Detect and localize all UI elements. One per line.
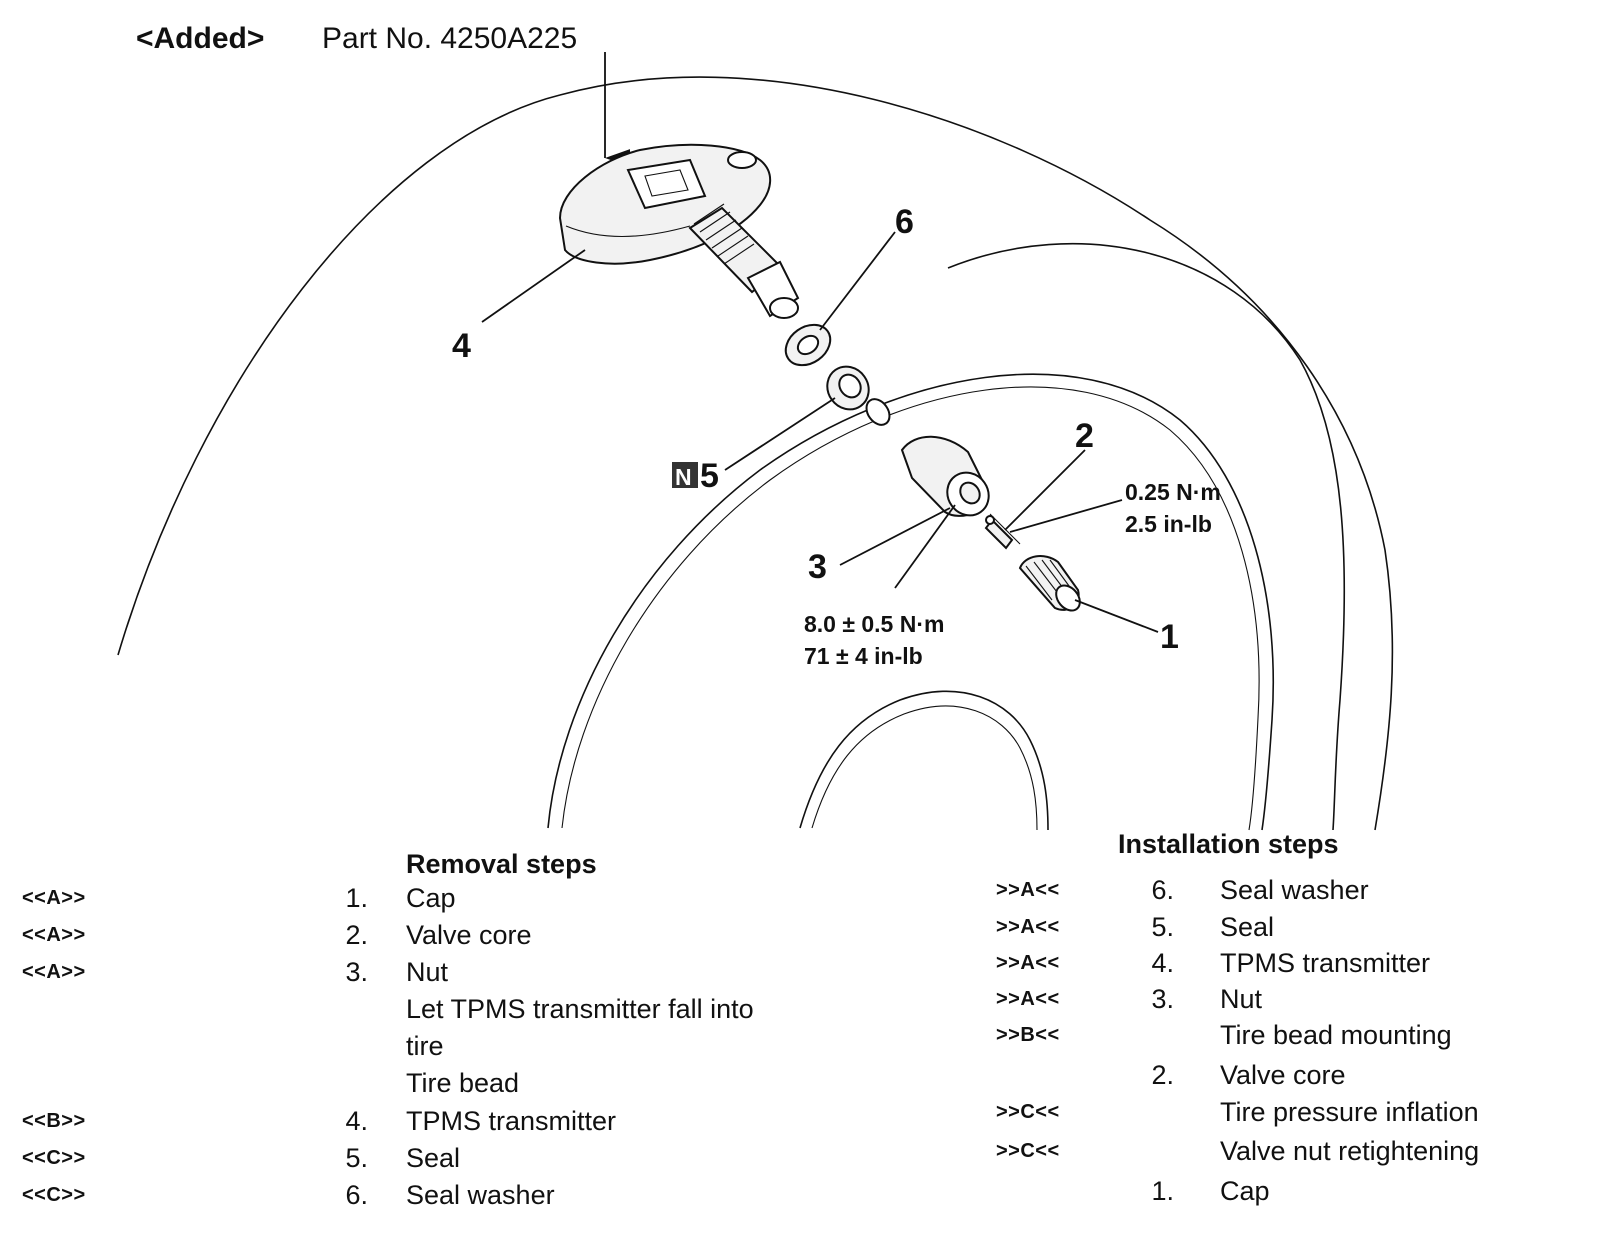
step-text: Valve core	[406, 920, 532, 950]
installation-steps: Installation steps >>A<< 6. Seal washer …	[990, 826, 1590, 1246]
step-text: TPMS transmitter	[406, 1106, 617, 1136]
callout-6: 6	[895, 203, 914, 241]
step-text: Seal	[1220, 912, 1275, 942]
removal-steps: Removal steps <<A>> 1. Cap <<A>> 2. Valv…	[0, 840, 860, 1240]
procedure-code: >>C<<	[996, 1140, 1060, 1162]
step-text: TPMS transmitter	[1220, 948, 1431, 978]
procedure-code: >>A<<	[996, 879, 1060, 901]
tpms-transmitter-part	[558, 143, 800, 319]
step-number: 1.	[345, 883, 368, 913]
new-part-badge	[672, 462, 698, 488]
tire-outline	[117, 76, 1394, 831]
new-part-badge-letter: N	[675, 464, 692, 490]
seal-washer-part	[784, 323, 832, 367]
procedure-code: <<A>>	[22, 924, 86, 946]
step-number: 4.	[1151, 948, 1174, 978]
nut-part	[900, 435, 990, 517]
procedure-code: <<A>>	[22, 887, 86, 909]
procedure-code: <<B>>	[22, 1110, 86, 1132]
step-number: 5.	[1151, 912, 1174, 942]
step-text: tire	[406, 1031, 444, 1061]
step-text: Let TPMS transmitter fall into	[406, 994, 754, 1024]
callout-5: 5	[700, 457, 719, 495]
torque-nut-nm: 8.0 ± 0.5 N·m	[804, 611, 944, 637]
step-text: Nut	[1220, 984, 1263, 1014]
step-text: Seal washer	[1220, 875, 1369, 905]
step-number: 2.	[345, 920, 368, 950]
step-text: Tire pressure inflation	[1220, 1097, 1479, 1127]
procedure-code: <<C>>	[22, 1147, 86, 1169]
step-number: 3.	[1151, 984, 1174, 1014]
callout-3: 3	[808, 548, 827, 586]
part-number: Part No. 4250A225	[322, 22, 578, 55]
procedure-code: >>C<<	[996, 1101, 1060, 1123]
procedure-code: >>A<<	[996, 916, 1060, 938]
callout-4: 4	[452, 327, 471, 365]
procedure-code: >>A<<	[996, 988, 1060, 1010]
step-text: Nut	[406, 957, 449, 987]
step-text: Cap	[406, 883, 456, 913]
procedure-code: <<A>>	[22, 961, 86, 983]
step-number: 1.	[1151, 1176, 1174, 1206]
added-tag: <Added>	[136, 22, 265, 55]
step-text: Valve nut retightening	[1220, 1136, 1480, 1166]
step-text: Seal washer	[406, 1180, 555, 1210]
step-text: Seal	[406, 1143, 461, 1173]
torque-valve-core-inlb: 2.5 in-lb	[1125, 511, 1212, 537]
step-number: 5.	[345, 1143, 368, 1173]
cap-part	[1018, 555, 1081, 612]
callout-2: 2	[1075, 417, 1094, 455]
torque-nut-inlb: 71 ± 4 in-lb	[804, 643, 923, 669]
step-text: Cap	[1220, 1176, 1270, 1206]
procedure-code: >>B<<	[996, 1024, 1060, 1046]
procedure-code: <<C>>	[22, 1184, 86, 1206]
torque-valve-core-nm: 0.25 N·m	[1125, 479, 1221, 505]
step-text: Tire bead	[406, 1068, 520, 1098]
step-number: 6.	[1151, 875, 1174, 905]
valve-core-part	[984, 513, 1021, 550]
step-text: Tire bead mounting	[1220, 1020, 1452, 1050]
step-number: 3.	[345, 957, 368, 987]
leader-lines	[481, 231, 1159, 633]
step-text: Valve core	[1220, 1060, 1346, 1090]
step-number: 2.	[1151, 1060, 1174, 1090]
callout-1: 1	[1160, 618, 1179, 656]
tpms-exploded-diagram: 4 6 N 5 3 2 1 0.25 N·m 2.5 in-lb 8.0 ± 0…	[117, 52, 1394, 831]
removal-steps-title: Removal steps	[406, 849, 597, 879]
seal-part	[826, 365, 891, 426]
step-number: 4.	[345, 1106, 368, 1136]
installation-steps-title: Installation steps	[1118, 829, 1339, 859]
procedure-code: >>A<<	[996, 952, 1060, 974]
step-number: 6.	[345, 1180, 368, 1210]
